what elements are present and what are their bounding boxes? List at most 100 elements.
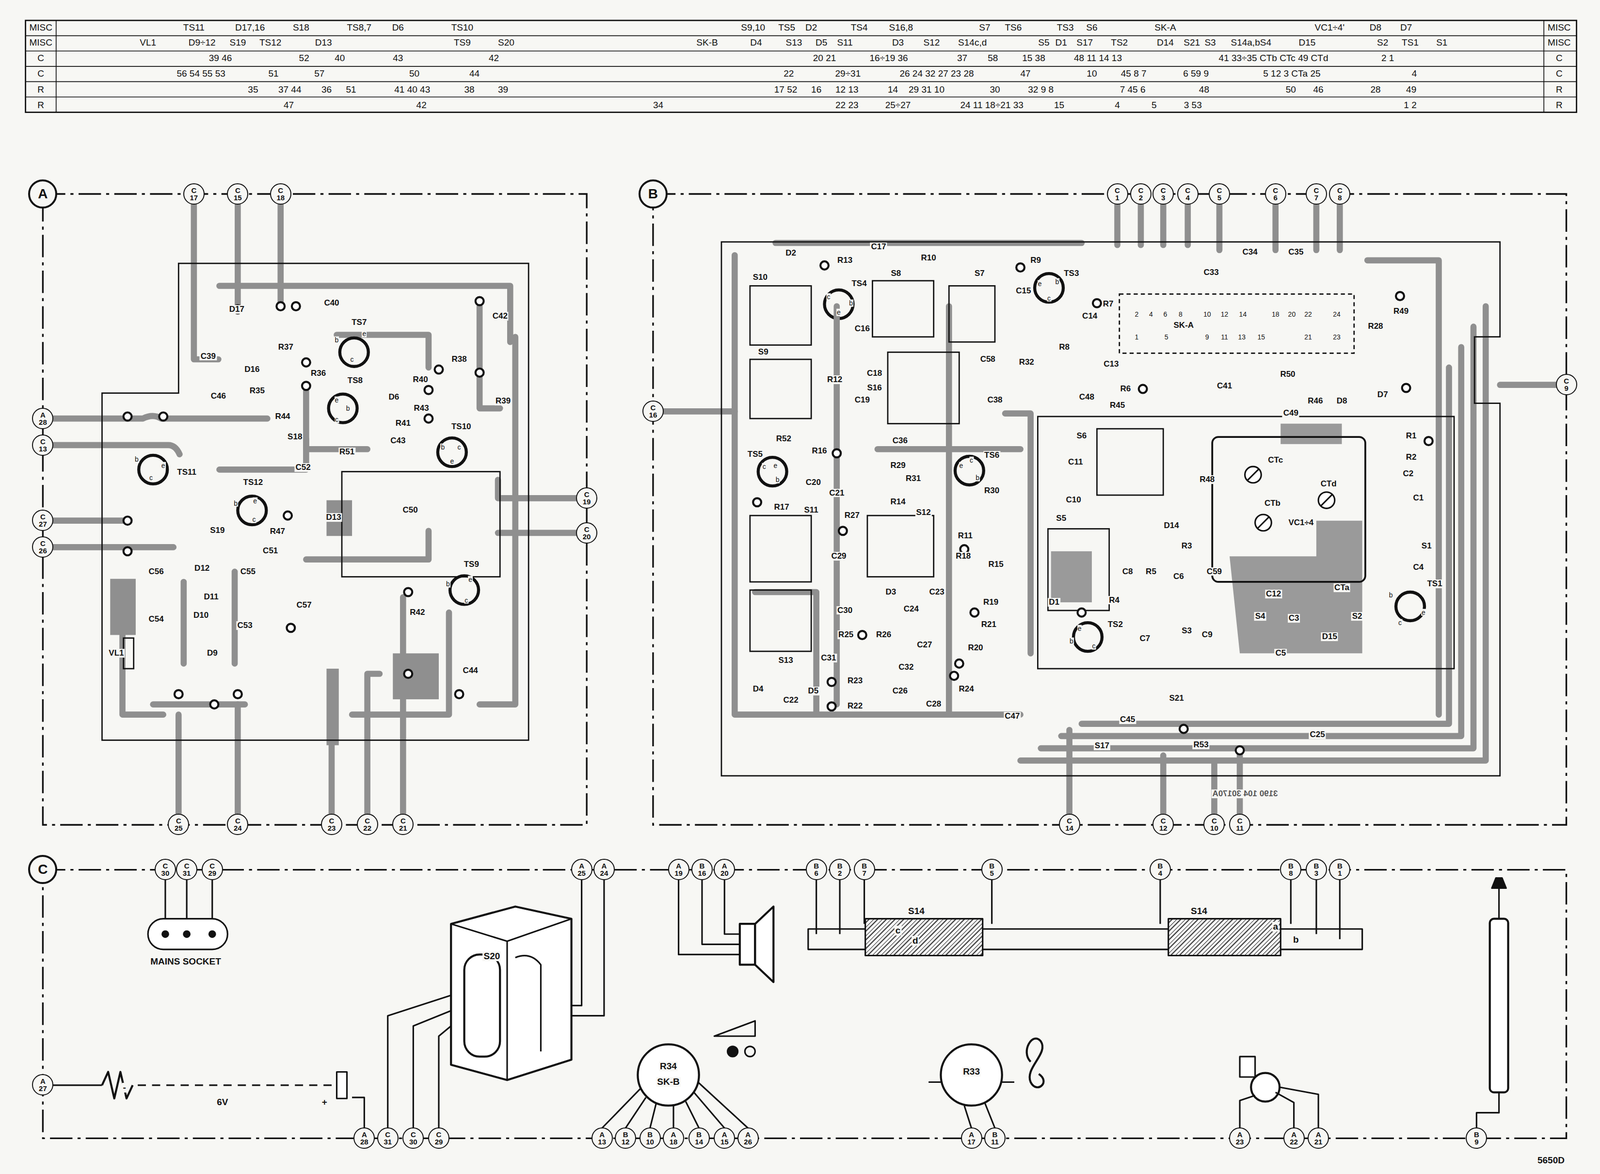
pin-label: b: [775, 476, 781, 484]
part-label: D9: [206, 648, 219, 658]
part-label: S7: [973, 269, 986, 278]
drawing-element: [867, 515, 934, 577]
connection-point: A 21: [1307, 1127, 1329, 1149]
drawing-element: [1020, 306, 1487, 761]
connection-label: C 29: [208, 862, 217, 877]
pin-label: c: [252, 515, 257, 524]
part-label: R38: [450, 354, 468, 364]
part-label: R26: [875, 630, 893, 640]
drawing-element: [159, 412, 168, 421]
table-cell-text: 47: [282, 100, 295, 111]
table-cell-text: 45 8 7: [1120, 68, 1148, 79]
drawing-element: [400, 597, 407, 815]
pin-label: 23: [1332, 333, 1342, 341]
connection-point: C 24: [226, 813, 249, 835]
panel-c-drawing: [52, 877, 1508, 1128]
drawing-element: [970, 608, 979, 617]
drawing-element: [403, 588, 413, 597]
panel-label: d: [911, 935, 920, 946]
part-label: R50: [1279, 369, 1296, 379]
table-cell-text: 42: [487, 53, 500, 64]
table-cell-text: D7: [1399, 22, 1413, 33]
drawing-element: [42, 193, 587, 825]
connection-point: C 19: [576, 487, 598, 509]
part-label: R4: [1107, 595, 1121, 605]
drawing-element: [1402, 384, 1411, 393]
connection-label: C 31: [182, 862, 192, 877]
drawing-element: [1077, 608, 1086, 617]
table-cell-text: 57: [313, 68, 326, 79]
part-label: R32: [1018, 357, 1036, 367]
drawing-element: [52, 517, 128, 524]
part-label: C35: [1287, 247, 1305, 257]
table-cell-text: 16: [810, 84, 823, 95]
panel-letter-circle: C: [28, 854, 58, 884]
drawing-element: [1040, 326, 1474, 749]
pin-label: 21: [1303, 333, 1313, 341]
table-cell-text: 44: [468, 68, 481, 79]
part-label: R28: [1366, 322, 1384, 332]
part-label: C59: [1205, 567, 1223, 576]
connection-point: C 11: [1229, 813, 1251, 835]
drawing-element: [1061, 347, 1462, 736]
part-label: R14: [889, 497, 907, 507]
part-label: D8: [1335, 396, 1349, 406]
panel-label: MAINS SOCKET: [149, 956, 223, 967]
drawing-element: [434, 365, 444, 374]
drawing-element: [858, 630, 867, 640]
drawing-element: [653, 193, 1567, 825]
connection-label: C 16: [649, 403, 658, 419]
coil-outline: [750, 280, 1164, 652]
part-label: C55: [239, 567, 257, 576]
pin-label: 10: [1202, 310, 1212, 319]
part-label: S6: [1075, 431, 1088, 441]
drawing-element: [1476, 1092, 1499, 1129]
part-label: C51: [261, 546, 279, 556]
drawing-element: [1092, 299, 1102, 308]
drawing-element: [602, 1082, 749, 1129]
table-cell-text: 58: [986, 53, 999, 64]
drawing-element: [754, 906, 774, 982]
drawing-element: [838, 526, 848, 535]
connection-point: C 22: [356, 813, 379, 835]
part-label: R16: [810, 446, 828, 456]
drawing-element: [1026, 1038, 1044, 1088]
table-cell-text: TS4: [849, 22, 869, 33]
part-label: C14: [1081, 312, 1099, 321]
part-label: R17: [773, 502, 791, 512]
pin-label: 13: [1237, 333, 1247, 341]
table-cell-text: TS9: [452, 37, 472, 48]
table-cell-text: 50: [1284, 84, 1297, 95]
drawing-element: [147, 918, 228, 950]
part-label: S5: [1055, 513, 1068, 523]
part-label: S12: [915, 508, 932, 517]
panel-letter: A: [37, 187, 48, 201]
table-cell-text: D17,16: [234, 22, 266, 33]
drawing-element: [945, 306, 953, 715]
connection-point: C 20: [576, 522, 598, 544]
drawing-element: [25, 20, 1577, 112]
drawing-element: [276, 302, 285, 311]
table-cell-text: S1: [1435, 37, 1449, 48]
table-cell-text: TS6: [1003, 22, 1023, 33]
pin-label: 22: [1303, 310, 1313, 319]
drawing-element: [865, 918, 983, 956]
pin-label: 12: [1220, 310, 1230, 319]
connection-point: C 12: [1152, 813, 1174, 835]
connection-point: B 11: [984, 1127, 1006, 1149]
table-cell-text: 49: [1405, 84, 1418, 95]
table-cell-text: 51: [267, 68, 280, 79]
drawing-element: [352, 612, 449, 715]
pin-label: 14: [1238, 310, 1248, 319]
part-label: TS12: [242, 478, 265, 488]
drawing-element: [1395, 592, 1425, 621]
part-label: R8: [1057, 342, 1071, 352]
part-label: CTa: [1333, 583, 1351, 592]
connection-point: C 17: [183, 183, 205, 205]
drawing-element: [1051, 551, 1092, 603]
table-cell-text: 4: [1410, 68, 1419, 79]
connection-label: A 22: [1289, 1130, 1298, 1146]
pin-label: 5: [1164, 333, 1169, 341]
connection-label: C 19: [582, 490, 592, 506]
drawing-element: [326, 668, 339, 746]
